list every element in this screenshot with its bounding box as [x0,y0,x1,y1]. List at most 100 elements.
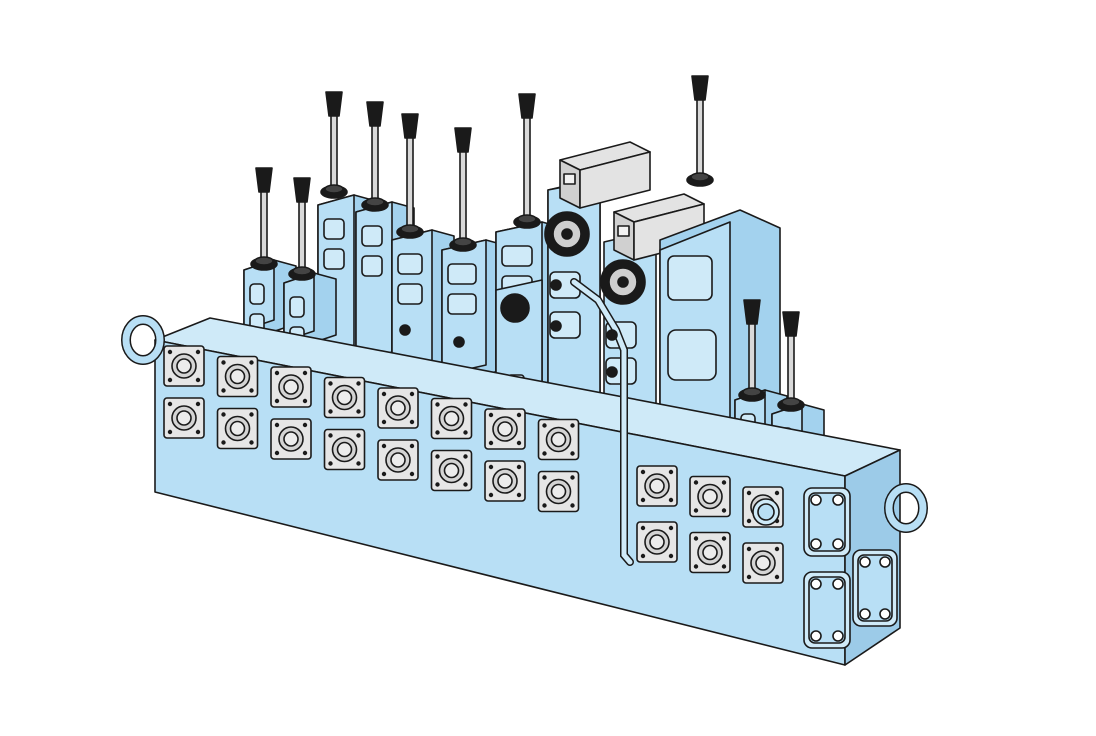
toggle-stud-icon [606,366,618,378]
front-port [430,397,473,440]
port-bolt [249,440,254,445]
bolt-icon [832,578,844,590]
port-bolt [516,464,522,470]
lever-knob [743,299,761,325]
right-port [636,521,678,563]
lever-knob [691,75,709,101]
port-bolt [693,508,699,513]
port-bolt [668,525,674,531]
bolt-icon [810,494,822,506]
port-bore [497,421,513,437]
lever-knob [518,93,536,119]
port-bolt [516,440,522,446]
port-bolt [668,497,674,503]
port-bolt [167,349,173,355]
lever-collar-ring [365,197,385,207]
port-bore [550,431,567,448]
right-port [636,465,678,507]
port-bolt [167,429,173,435]
toggle-stud-icon [550,320,562,332]
port-bolt [381,471,387,477]
port-bolt [381,443,387,449]
port-bolt [302,422,308,428]
lever-handle-1 [320,91,348,199]
port-bolt [542,423,547,428]
lever-knob [401,113,419,139]
port-bolt [409,419,415,425]
valve-port-plug [397,253,423,275]
lever-handle-left-b [288,177,316,281]
port-bolt [746,518,752,524]
front-port [163,345,205,387]
lever-stem [298,199,306,275]
front-port [163,397,205,439]
pipe-fitting-inner [757,503,775,521]
port-bolt [721,480,727,485]
front-port [377,387,419,429]
port-bolt [435,430,440,435]
valve-port-plug [323,218,345,240]
port-bore [229,420,246,437]
pilot-pipe [571,279,633,565]
back-assembly [243,75,825,483]
port-bolt [746,546,752,552]
lever-collar-ring [400,224,420,234]
port-grids [163,345,784,584]
front-details [399,278,780,566]
port-bolt [328,381,333,386]
port-bolt [381,419,387,425]
port-bolt [542,475,547,480]
port-bolt [167,401,173,407]
valve-port-plug [447,293,477,315]
bolt-icon [879,556,891,568]
front-port [537,470,580,513]
port-bolt [302,450,308,456]
bolt-icon [810,630,822,642]
front-port [216,407,259,450]
front-port [323,428,366,471]
port-bore [176,358,192,374]
bolt-icon [810,578,822,590]
lever-knob [325,91,343,117]
port-bolt [693,564,699,569]
lever-handle-tower [686,75,714,187]
port-bolt [328,461,333,466]
lever-stem [406,135,414,233]
solenoid-coil-a [559,141,651,209]
port-bolt [221,388,226,393]
bolt-icon [859,608,871,620]
valve-port-plug [447,263,477,285]
lever-collar-ring [781,397,801,407]
bolt-icon [859,556,871,568]
side-flange-bottom-left [803,571,851,649]
lever-knob [782,311,800,337]
flange-inner [857,554,893,622]
lever-collar-ring [292,266,312,276]
lever-stem [748,321,756,396]
bolt-icon [832,630,844,642]
port-bolt [221,360,226,365]
bolt-icon [810,538,822,550]
lever-collar-ring [517,214,537,224]
flange-inner [808,576,846,644]
port-bolt [640,553,646,559]
toggle-stud-icon [399,324,411,336]
port-bolt [356,433,361,438]
port-bolt [668,469,674,475]
port-bolt [463,430,468,435]
port-bolt [409,471,415,477]
lever-stem [260,189,268,265]
port-bolt [167,377,173,383]
port-bore [336,441,353,458]
port-bolt [274,370,280,376]
port-bolt [542,451,547,456]
tower-port [667,329,717,381]
lever-stem [459,149,467,246]
port-bolt [274,398,280,404]
front-port [484,408,526,450]
port-bolt [195,401,201,407]
valve-port-plug [323,248,345,270]
lever-knob [366,101,384,127]
